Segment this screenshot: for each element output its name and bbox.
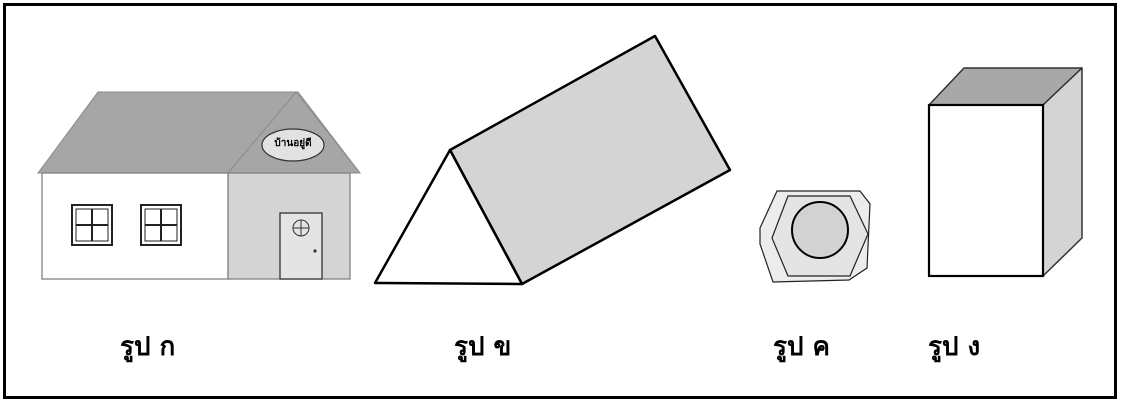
house-gable-line: [227, 91, 361, 174]
hex-nut-figure: [759, 190, 871, 283]
triangular-prism-figure: [373, 34, 732, 286]
house-sign-oval: [261, 128, 325, 162]
caption-figure-a: รูป ก: [120, 332, 176, 362]
box-front-face: [927, 103, 1045, 278]
house-window-right: [140, 204, 182, 246]
house-sign-text: บ้านอยู่ดี: [274, 138, 312, 149]
house-door: [279, 212, 323, 280]
box-figure: [927, 67, 1083, 278]
caption-figure-b: รูป ข: [454, 332, 512, 362]
house-left-wall: [41, 172, 229, 280]
prism-triangle-face: [373, 148, 524, 286]
caption-figure-d: รูป ง: [928, 332, 981, 362]
box-side-face: [1042, 67, 1083, 277]
caption-figure-c: รูป ค: [773, 332, 830, 362]
house-window-left: [71, 204, 113, 246]
nut-hole: [791, 201, 849, 259]
house-figure: [37, 91, 362, 280]
